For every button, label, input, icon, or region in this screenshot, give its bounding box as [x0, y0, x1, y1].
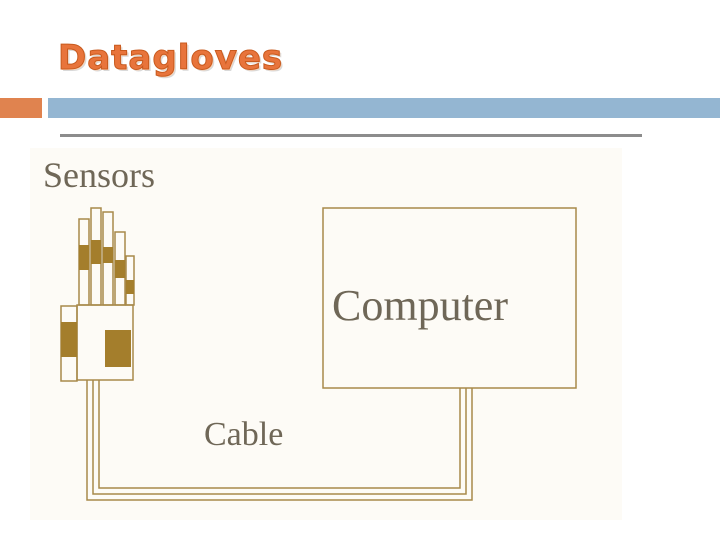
divider-rule	[60, 134, 642, 137]
sensor-patch	[61, 322, 77, 357]
sensor-patch	[91, 240, 101, 264]
slide-title: Datagloves	[57, 38, 284, 79]
cable-wire-inner	[98, 380, 461, 489]
computer-label: Computer	[332, 281, 508, 330]
title-accent-block	[0, 98, 42, 118]
diagram-drawing	[60, 207, 577, 501]
sensor-patch	[105, 330, 131, 367]
dataglove-diagram: Sensors Computer Cable	[30, 148, 622, 520]
sensors-label: Sensors	[43, 155, 156, 195]
title-accent-bar	[48, 98, 720, 118]
cable-wire-middle	[92, 380, 467, 495]
sensor-patch	[126, 280, 134, 294]
cable-label: Cable	[204, 416, 284, 453]
sensor-patch	[79, 245, 89, 270]
sensor-patch	[115, 260, 125, 278]
cable-wire-outer	[86, 380, 473, 501]
computer-box	[322, 207, 577, 389]
sensor-patch	[103, 247, 113, 263]
